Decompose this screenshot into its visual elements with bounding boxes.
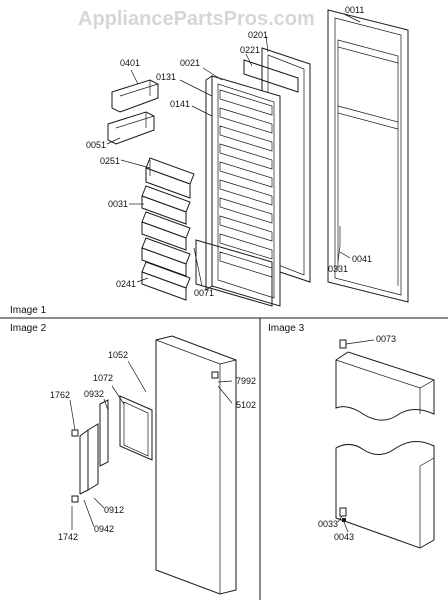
- label-7992: 7992: [236, 376, 256, 386]
- label-0041: 0041: [352, 254, 372, 264]
- door-bins: [107, 79, 195, 301]
- label-0033: 0033: [318, 519, 338, 529]
- leader-lines-image-1: [106, 13, 361, 287]
- door-section-top: [335, 351, 435, 421]
- label-1762: 1762: [50, 390, 70, 400]
- label-0942: 0942: [94, 524, 114, 534]
- panel-title-image-3: Image 3: [268, 323, 305, 334]
- door-handle: [79, 423, 99, 495]
- panel-title-image-1: Image 1: [10, 305, 47, 316]
- label-0073: 0073: [376, 334, 396, 344]
- watermark: AppliancePartsPros.com: [78, 8, 315, 30]
- panel-dividers: [0, 317, 448, 600]
- label-0401: 0401: [120, 58, 140, 68]
- outer-door-panel: [327, 9, 409, 303]
- label-0221: 0221: [240, 45, 260, 55]
- door-section-bottom: [335, 441, 435, 549]
- label-0011: 0011: [345, 5, 364, 15]
- label-0071: 0071: [194, 288, 214, 298]
- door-panel-image-2: [155, 335, 237, 595]
- leader-lines-image-3: [337, 339, 375, 533]
- handle-mount-bracket: [99, 395, 153, 467]
- label-0141: 0141: [170, 99, 190, 109]
- label-5102: 5102: [236, 400, 256, 410]
- label-0912: 0912: [104, 505, 124, 515]
- label-0021: 0021: [180, 58, 200, 68]
- leader-lines-image-2: [69, 360, 233, 530]
- label-1052: 1052: [108, 350, 128, 360]
- label-1742: 1742: [58, 532, 78, 542]
- panel-title-image-2: Image 2: [10, 323, 47, 334]
- label-1072: 1072: [93, 373, 113, 383]
- door-liner: [211, 75, 281, 307]
- label-0251: 0251: [100, 156, 120, 166]
- label-0932: 0932: [84, 389, 104, 399]
- label-0201: 0201: [248, 30, 268, 40]
- door-gasket-inner: [243, 59, 299, 93]
- label-0241: 0241: [116, 279, 136, 289]
- label-0051: 0051: [86, 140, 106, 150]
- label-0331: 0331: [328, 264, 348, 274]
- label-0131: 0131: [156, 72, 176, 82]
- screws-image-2: [71, 429, 79, 503]
- label-0043: 0043: [334, 532, 354, 542]
- hinge-block: [211, 371, 219, 379]
- label-0031: 0031: [108, 199, 128, 209]
- door-rim: [195, 75, 273, 307]
